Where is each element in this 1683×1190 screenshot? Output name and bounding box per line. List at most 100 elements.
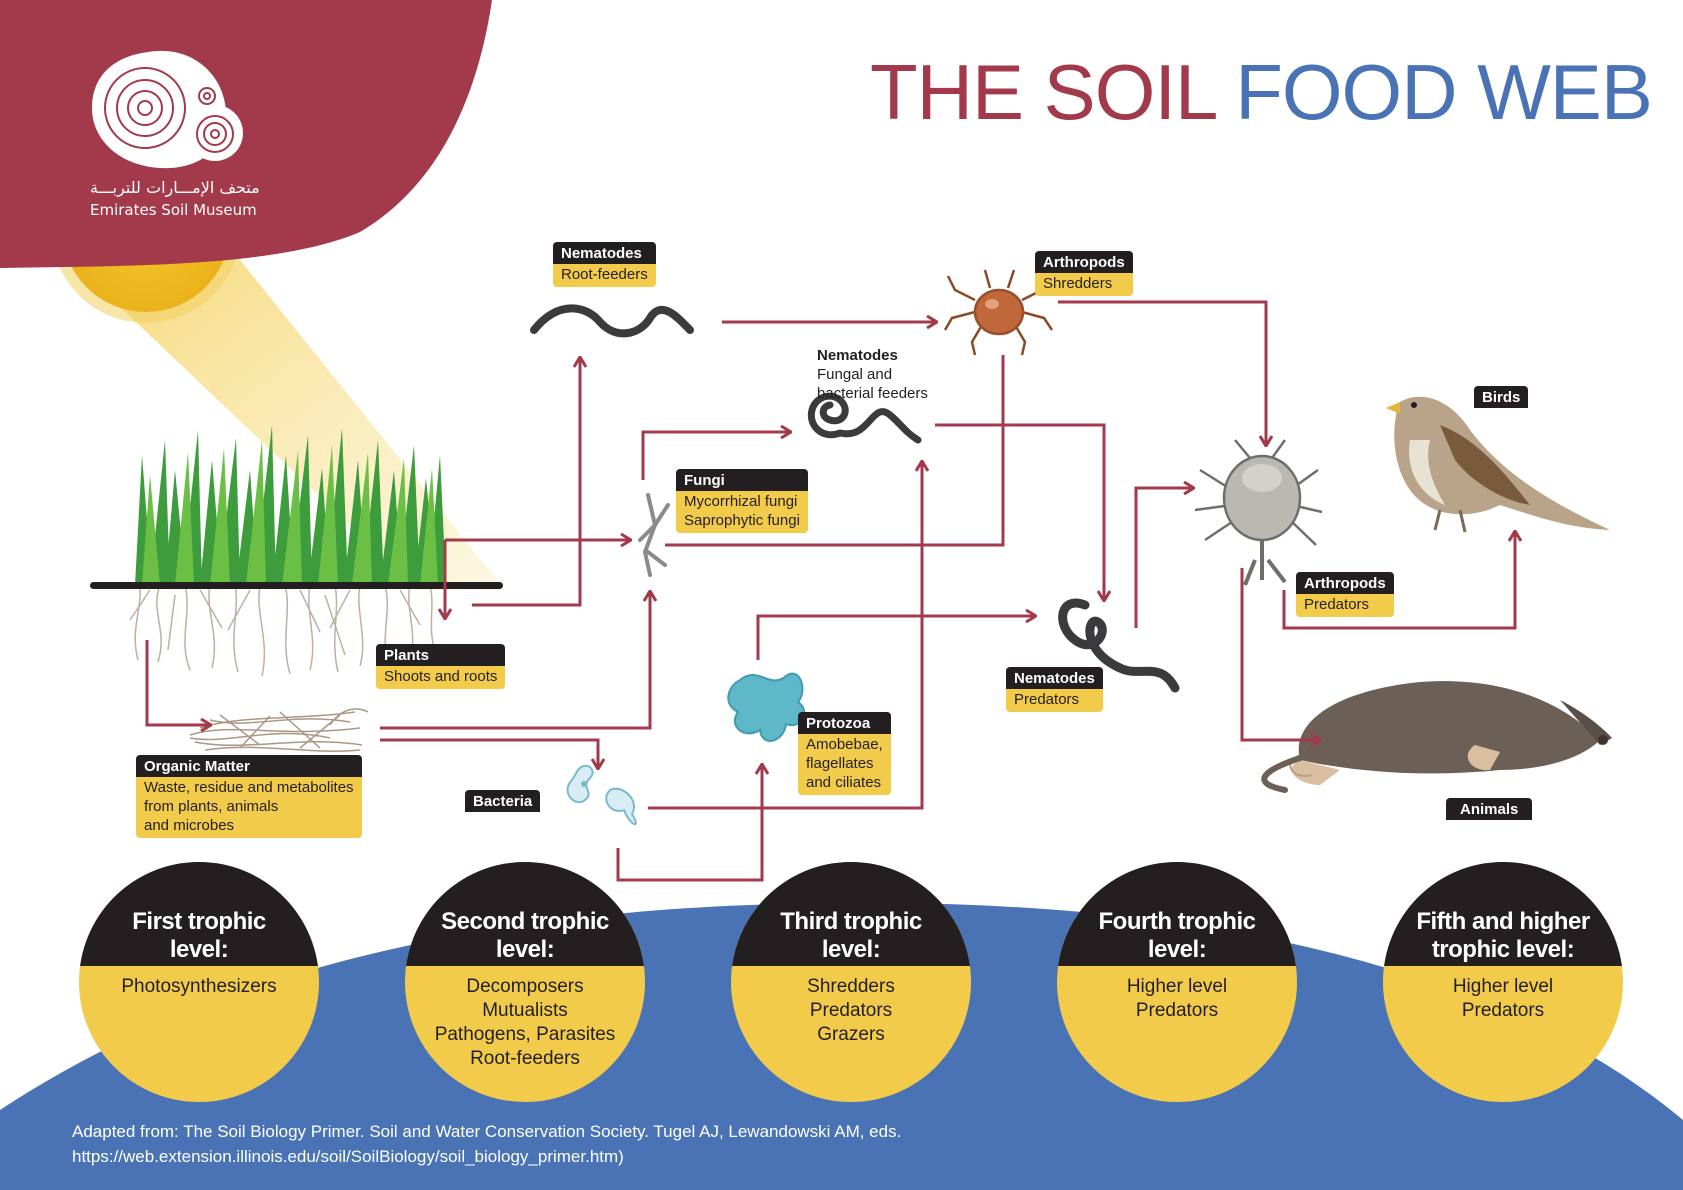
level-header	[1057, 862, 1297, 966]
level-title-line1: Second trophic	[441, 908, 609, 935]
nematode-root-feeder-icon	[530, 304, 694, 338]
tag-title: Plants	[376, 644, 506, 666]
tag-nematodes-root: Nematodes Root-feeders	[553, 242, 656, 287]
tag-arthropods-shredders: Arthropods Shredders	[1035, 251, 1133, 296]
level-item: Predators	[1461, 1000, 1545, 1021]
tag-line1: Amobebae,	[806, 736, 883, 753]
level-header	[405, 862, 645, 966]
page-title: THE SOIL FOOD WEB	[870, 46, 1653, 138]
tag-title: Nematodes	[1006, 667, 1103, 689]
tag-desc: Shoots and roots	[376, 666, 506, 689]
tag-title: Protozoa	[798, 712, 891, 734]
tag-desc: Predators	[1296, 594, 1394, 617]
tag-desc: Predators	[1006, 689, 1103, 712]
level-item: Predators	[809, 1000, 893, 1021]
arthropod-predator-icon	[1194, 439, 1323, 586]
tag-animals: Animals	[1446, 798, 1533, 820]
tag-title: Birds	[1474, 386, 1529, 408]
tag-line2: flagellates	[806, 755, 874, 772]
level-item: Shredders	[807, 976, 895, 997]
tag-line1: Mycorrhizal fungi	[684, 493, 798, 510]
level-title-line2: level:	[821, 936, 881, 963]
label-line1: Fungal and	[817, 366, 893, 383]
tag-arthropods-predators: Arthropods Predators	[1296, 572, 1394, 617]
level-title-line2: level:	[169, 936, 229, 963]
arrow-arthropod-to-bird	[1282, 532, 1515, 630]
tag-protozoa: Protozoa Amobebae, flagellates and ciliate…	[798, 712, 891, 795]
arrow-protozoa-to-nematode-predator	[756, 616, 1035, 660]
logo-name: Emirates Soil Museum	[90, 201, 257, 219]
level-item: Higher level	[1126, 976, 1228, 997]
tag-desc: Waste, residue and metabolites from plant…	[136, 777, 362, 838]
tag-title: Organic Matter	[136, 755, 362, 777]
tag-bacteria: Bacteria	[465, 790, 541, 812]
label-title: Nematodes	[817, 347, 898, 364]
arrow-fungi-to-nematode-fungal	[641, 432, 790, 480]
arrow-nematode-predator-to-arthropod	[1134, 488, 1193, 628]
tag-line1: Waste, residue and metabolites	[144, 779, 354, 796]
tag-birds: Birds	[1474, 386, 1529, 408]
tag-desc: Shredders	[1035, 273, 1133, 296]
level-header	[79, 862, 319, 966]
level-title-line1: Fourth trophic	[1098, 908, 1256, 935]
arrow-mite-to-arthropod-predator	[1058, 300, 1266, 445]
level-item: Root-feeders	[470, 1048, 580, 1069]
level-item: Decomposers	[466, 976, 584, 997]
tag-line2: Saprophytic fungi	[684, 512, 800, 529]
level-title-line2: level:	[1147, 936, 1207, 963]
mole-icon	[1261, 681, 1612, 793]
level-title-line1: Fifth and higher	[1416, 908, 1590, 935]
tag-desc: Amobebae, flagellates and ciliates	[798, 734, 891, 795]
source-credit-line1: Adapted from: The Soil Biology Primer. S…	[72, 1122, 902, 1141]
arrow-bacteria-to-nematode-fungal	[648, 462, 922, 810]
tag-organic-matter: Organic Matter Waste, residue and metabo…	[136, 755, 362, 838]
level-item: Mutualists	[482, 1000, 568, 1021]
plants-illustration	[90, 425, 503, 677]
tag-line3: and microbes	[144, 817, 235, 834]
level-items: Shredders Predators Grazers	[731, 975, 971, 1047]
logo-corner	[0, 0, 492, 268]
arrow-plants-to-nematode-root	[472, 358, 580, 607]
bird-icon	[1386, 396, 1610, 533]
title-part2: FOOD WEB	[1235, 48, 1653, 136]
level-title-line2: trophic level:	[1431, 936, 1575, 963]
title-part1: THE SOIL	[870, 48, 1216, 136]
tag-nematodes-predators: Nematodes Predators	[1006, 667, 1103, 712]
fungi-icon	[638, 493, 670, 577]
bacteria-icon	[566, 764, 637, 825]
level-item: Predators	[1135, 1000, 1219, 1021]
level-title-line2: level:	[495, 936, 555, 963]
tag-line2: from plants, animals	[144, 798, 279, 815]
tag-title: Arthropods	[1296, 572, 1394, 594]
tag-desc: Root-feeders	[553, 264, 656, 287]
level-item: Photosynthesizers	[121, 976, 277, 997]
arrow-plants-to-organic-matter	[145, 640, 210, 725]
tag-title: Nematodes	[553, 242, 656, 264]
arrow-arthropod-to-mole	[1240, 568, 1320, 740]
level-items: Higher level Predators	[1383, 975, 1623, 1023]
organic-matter-illustration	[189, 708, 369, 752]
tag-line3: and ciliates	[806, 774, 882, 791]
arrow-mite-to-fungi	[665, 355, 1005, 547]
level-item: Higher level	[1452, 976, 1554, 997]
museum-logo-icon	[92, 50, 243, 169]
tag-plants: Plants Shoots and roots	[376, 644, 506, 689]
level-items: Photosynthesizers	[79, 975, 319, 999]
level-title-line1: First trophic	[132, 908, 266, 935]
label-nematodes-fungal: Nematodes Fungal and bacterial feeders	[817, 346, 928, 403]
tag-title: Animals	[1446, 798, 1533, 820]
arrow-organic-to-fungi	[380, 592, 650, 730]
level-header	[731, 862, 971, 966]
level-header	[1383, 862, 1623, 966]
arrow-organic-to-bacteria	[380, 738, 598, 768]
